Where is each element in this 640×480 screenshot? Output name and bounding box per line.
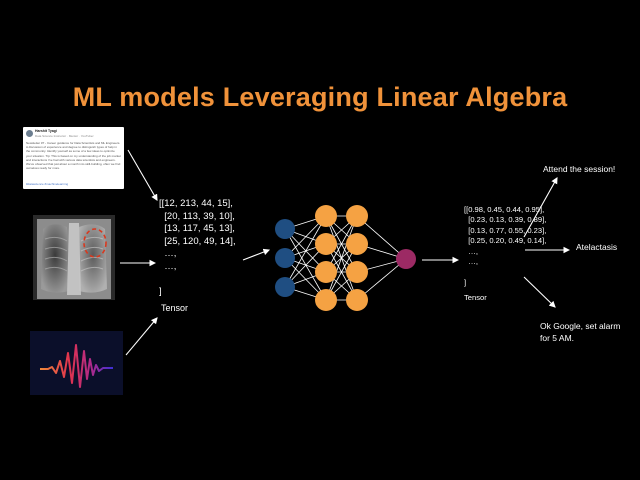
post-author: Harshit Tyagi — [35, 129, 57, 133]
post-byline: Data Science Instructor · Mentor · YouTu… — [35, 134, 94, 138]
network-edge — [284, 228, 327, 301]
prediction-text: Attend the session! — [543, 164, 616, 174]
arrow-text-to-tensor — [127, 149, 158, 201]
network-edge — [284, 215, 327, 288]
xray-picture — [33, 215, 115, 300]
author-avatar — [26, 130, 33, 137]
neuron-layer-2 — [315, 233, 337, 255]
page-title: ML models Leveraging Linear Algebra — [72, 82, 568, 112]
network-neurons — [275, 205, 416, 311]
input-audio-waveform — [30, 331, 123, 395]
arrow-to-prediction-1 — [523, 177, 558, 238]
post-tags: #datascience #machinelearning — [26, 182, 69, 186]
network-connections — [284, 215, 407, 301]
waveform-icon — [40, 344, 113, 388]
neuron-layer-3 — [346, 205, 368, 227]
neuron-layer-3 — [346, 233, 368, 255]
input-text-post: Harshit Tyagi Data Science Instructor · … — [23, 127, 124, 189]
arrow-to-prediction-3 — [523, 276, 556, 308]
neuron-layer-3 — [346, 261, 368, 283]
prediction-image: Atelactasis — [576, 242, 618, 252]
network-edge — [325, 215, 358, 301]
arrow-tensor-to-network — [242, 248, 271, 261]
output-tensor-values: [[0.98, 0.45, 0.44, 0.95], [0.23, 0.13, … — [464, 205, 547, 287]
input-tensor-values: [[12, 213, 44, 15], [20, 113, 39, 10], [… — [159, 198, 236, 298]
neuron-layer-2 — [315, 289, 337, 311]
flow-arrows — [120, 149, 571, 356]
post-body: Newsletter #7 - Career guidance for Data… — [26, 141, 121, 171]
input-tensor-label: Tensor — [161, 303, 189, 313]
output-tensor-label: Tensor — [464, 293, 487, 302]
neuron-layer-2 — [315, 205, 337, 227]
arrow-audio-to-tensor — [125, 317, 158, 356]
neuron-layer-1 — [275, 277, 295, 297]
neuron-layer-1 — [275, 248, 295, 268]
input-xray-image — [33, 215, 115, 300]
neuron-layer-3 — [346, 289, 368, 311]
neuron-layer-2 — [315, 261, 337, 283]
neuron-layer-1 — [275, 219, 295, 239]
neuron-layer-4 — [396, 249, 416, 269]
prediction-audio: Ok Google, set alarm for 5 AM. — [540, 321, 621, 343]
xray-annotation-circle — [83, 228, 107, 258]
